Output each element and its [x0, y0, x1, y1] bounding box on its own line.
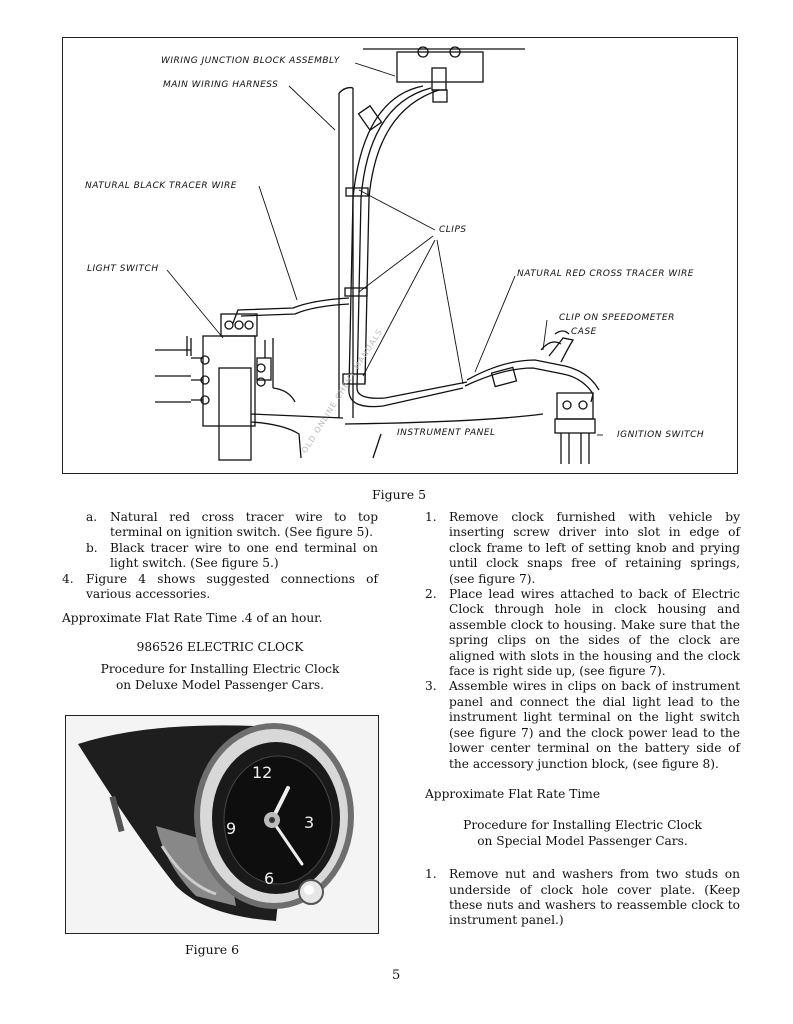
item-a-text: Natural red cross tracer wire to top ter…: [110, 510, 378, 540]
special-step-1-text: Remove nut and washers from two studs on…: [449, 867, 740, 928]
step-3-number: 3.: [425, 679, 437, 694]
label-instrument-panel: INSTRUMENT PANEL: [397, 428, 496, 438]
figure-5-caption: Figure 5: [372, 487, 427, 502]
figure-6-clock-photo: 12 3 6 9: [65, 715, 379, 934]
flat-rate-time-blank: Approximate Flat Rate Time: [425, 786, 601, 801]
item-b-text: Black tracer wire to one end terminal on…: [110, 540, 378, 571]
special-procedure-line-2: on Special Model Passenger Cars.: [477, 833, 688, 848]
wiring-diagram-art: [155, 46, 603, 464]
list-item-4: 4. Figure 4 shows suggested connections …: [62, 572, 378, 603]
item-4-number: 4.: [62, 571, 74, 586]
step-3-text: Assemble wires in clips on back of instr…: [449, 679, 740, 771]
page-number: 5: [392, 968, 401, 983]
clock-numeral-12: 12: [252, 763, 272, 782]
clock-photo-art: 12 3 6 9: [66, 716, 378, 933]
item-b-letter: b.: [86, 540, 98, 555]
deluxe-procedure-line-2: on Deluxe Model Passenger Cars.: [115, 677, 325, 692]
deluxe-step-3: 3. Assemble wires in clips on back of in…: [425, 679, 740, 771]
label-light-switch: LIGHT SWITCH: [87, 264, 159, 274]
deluxe-step-1: 1. Remove clock furnished with vehicle b…: [425, 510, 740, 587]
figure-6-caption: Figure 6: [185, 942, 240, 957]
label-clips: CLIPS: [439, 225, 467, 235]
label-main-harness: MAIN WIRING HARNESS: [163, 80, 279, 90]
step-1-text: Remove clock furnished with vehicle by i…: [449, 510, 740, 586]
right-column: 1. Remove clock furnished with vehicle b…: [425, 510, 740, 929]
left-column: a. Natural red cross tracer wire to top …: [62, 510, 378, 693]
figure-5-diagram: WIRING JUNCTION BLOCK ASSEMBLY MAIN WIRI…: [62, 37, 738, 474]
step-2-number: 2.: [425, 587, 437, 602]
clock-heading: 986526 ELECTRIC CLOCK: [136, 639, 304, 654]
step-1-number: 1.: [425, 510, 437, 524]
clock-numeral-3: 3: [304, 813, 314, 832]
clock-numeral-6: 6: [264, 869, 274, 888]
special-procedure-line-1: Procedure for Installing Electric Clock: [463, 818, 702, 833]
label-ignition-switch: IGNITION SWITCH: [617, 430, 705, 440]
item-4-text: Figure 4 shows suggested connections of …: [86, 571, 378, 602]
label-speedometer-case: CASE: [571, 327, 597, 337]
list-item-a: a. Natural red cross tracer wire to top …: [62, 510, 378, 541]
label-red-cross-tracer: NATURAL RED CROSS TRACER WIRE: [517, 269, 694, 279]
deluxe-procedure-line-1: Procedure for Installing Electric Clock: [100, 662, 340, 677]
clock-numeral-9: 9: [226, 819, 236, 838]
label-speedometer-clip: CLIP ON SPEEDOMETER: [559, 313, 675, 323]
label-junction-block: WIRING JUNCTION BLOCK ASSEMBLY: [161, 56, 340, 66]
flat-rate-time: Approximate Flat Rate Time .4 of an hour…: [62, 611, 323, 626]
junction-block-shape: [396, 51, 484, 83]
label-black-tracer: NATURAL BLACK TRACER WIRE: [85, 181, 237, 191]
special-step-1: 1. Remove nut and washers from two studs…: [425, 867, 740, 929]
step-2-text: Place lead wires attached to back of Ele…: [449, 587, 740, 679]
item-a-letter: a.: [86, 510, 98, 524]
list-item-b: b. Black tracer wire to one end terminal…: [62, 541, 378, 572]
special-step-1-number: 1.: [425, 867, 437, 882]
deluxe-step-2: 2. Place lead wires attached to back of …: [425, 587, 740, 679]
